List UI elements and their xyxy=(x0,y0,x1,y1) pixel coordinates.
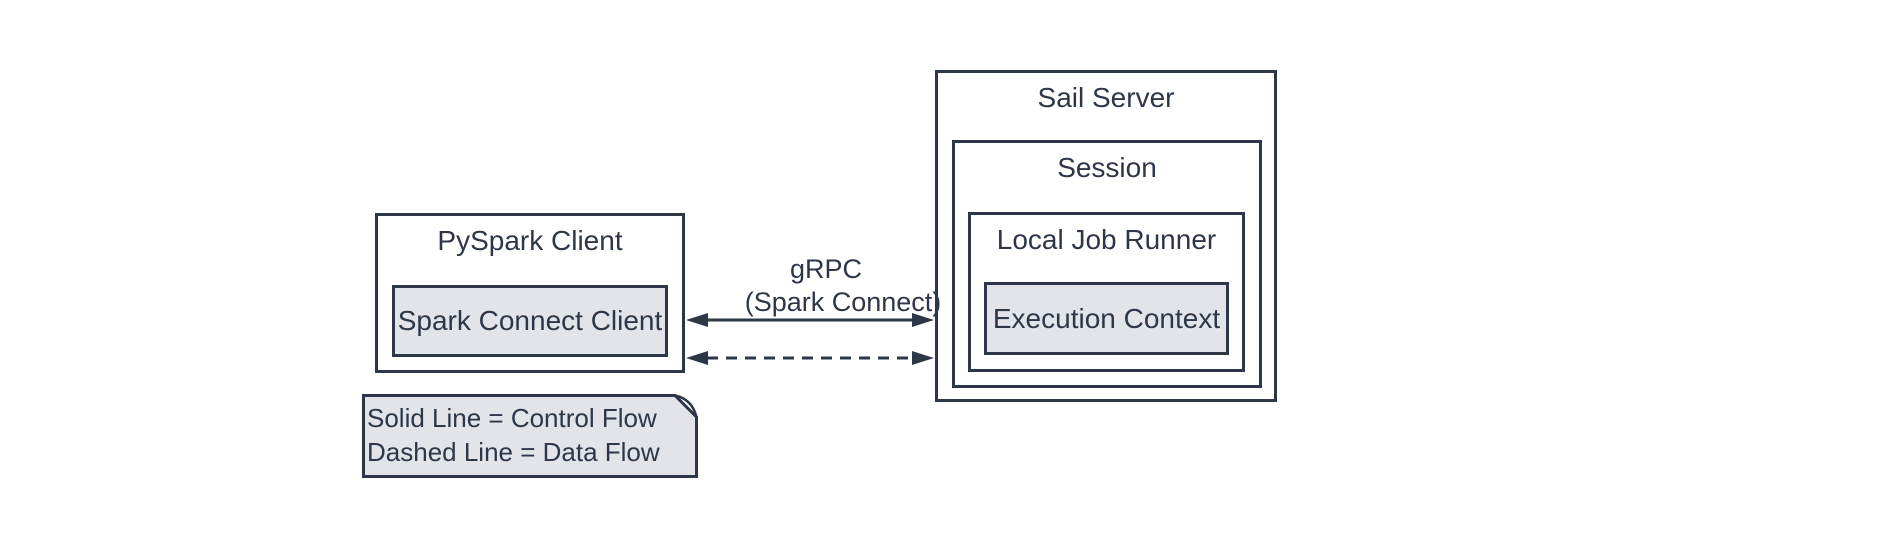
note-body xyxy=(362,394,698,478)
arrowhead-left-icon xyxy=(686,351,708,365)
arrowhead-right-icon xyxy=(912,313,934,327)
spark-connect-client-label: Spark Connect Client xyxy=(397,305,663,336)
sail-server-title: Sail Server xyxy=(1037,82,1175,113)
control-flow-arrow xyxy=(686,313,934,327)
arrowhead-right-icon xyxy=(912,351,934,365)
arrowhead-left-icon xyxy=(686,313,708,327)
legend-line-control-flow: Solid Line = Control Flow xyxy=(367,403,657,433)
node-execution-context: Execution Context xyxy=(984,282,1229,355)
data-flow-arrow xyxy=(686,351,934,365)
legend-note-shape xyxy=(362,394,698,478)
connection-arrows xyxy=(686,313,934,365)
grpc-edge-label-line1: gRPC xyxy=(789,254,863,284)
node-spark-connect-client: Spark Connect Client xyxy=(392,285,668,357)
execution-context-label: Execution Context xyxy=(992,302,1221,334)
grpc-edge-label-line2: (Spark Connect) xyxy=(744,287,942,317)
legend-note-text: Solid Line = Control Flow Dashed Line = … xyxy=(367,401,660,469)
note-fold-corner-icon xyxy=(674,394,698,418)
legend-line-data-flow: Dashed Line = Data Flow xyxy=(367,437,660,467)
pyspark-client-title: PySpark Client xyxy=(437,225,623,256)
session-title: Session xyxy=(1057,152,1157,183)
local-job-runner-title: Local Job Runner xyxy=(996,224,1217,255)
